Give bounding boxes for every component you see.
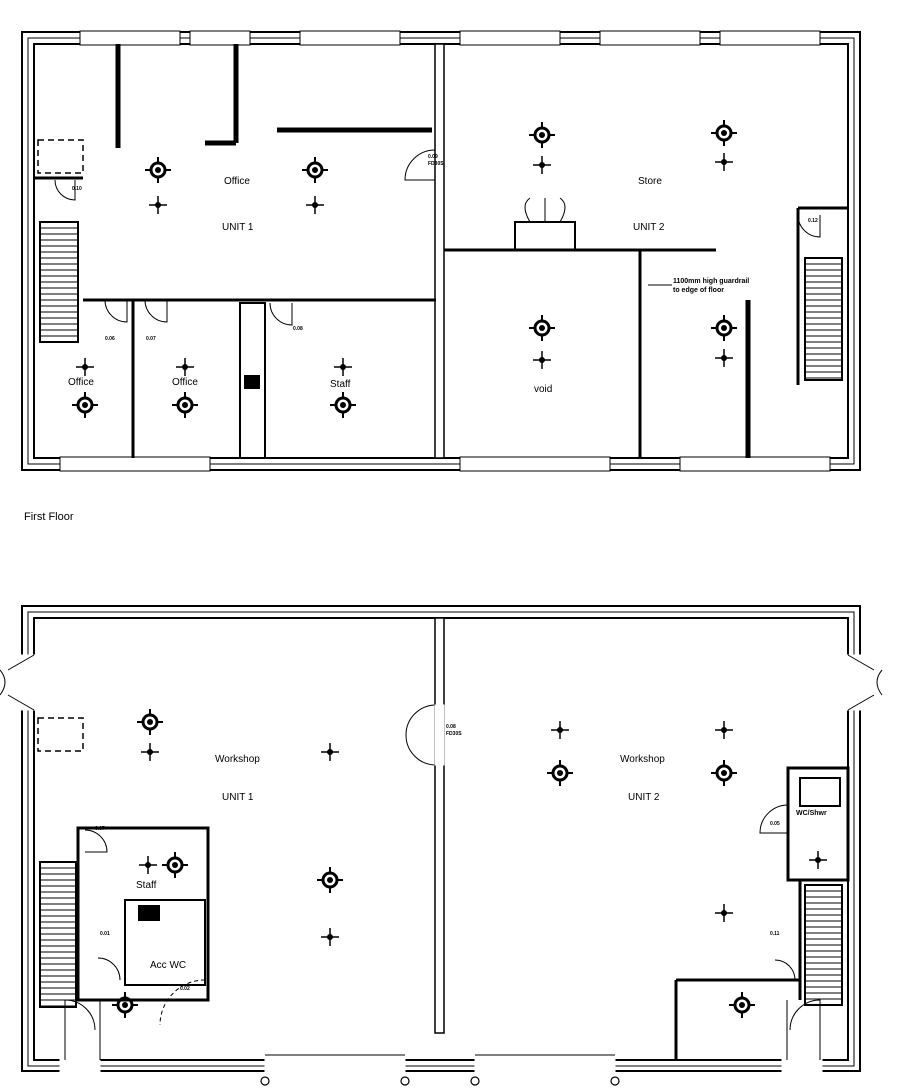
ceiling-light-icon bbox=[529, 122, 555, 148]
bollards bbox=[260, 1076, 620, 1086]
openings bbox=[17, 654, 865, 1076]
spot-light-icon bbox=[715, 153, 733, 171]
light-fittings bbox=[72, 120, 827, 1018]
unit-label: UNIT 2 bbox=[633, 222, 665, 233]
room-label-staff: Staff bbox=[136, 880, 157, 891]
door-tag: 0.07 bbox=[95, 826, 105, 832]
riser-dashed-box bbox=[37, 139, 84, 174]
room-label-store: Store bbox=[638, 176, 662, 187]
spot-light-icon bbox=[321, 743, 339, 761]
ceiling-light-icon bbox=[72, 392, 98, 418]
bollard-icon bbox=[400, 1076, 410, 1086]
wall-cavity bbox=[27, 611, 855, 1067]
ceiling-light-icon bbox=[172, 392, 198, 418]
door-tag: 0.06 bbox=[105, 336, 115, 342]
ceiling-light-icon bbox=[145, 157, 171, 183]
door-tag: 0.08 bbox=[293, 326, 303, 332]
spot-light-icon bbox=[715, 904, 733, 922]
door-tag: 0.11 bbox=[770, 931, 780, 937]
wall-cavity bbox=[27, 37, 855, 465]
first-floor-plan: Office UNIT 1 Office Office Staff Store … bbox=[21, 30, 861, 472]
ceiling-light-icon bbox=[711, 120, 737, 146]
ceiling-light-icon bbox=[137, 709, 163, 735]
door-tag: 0.07 bbox=[146, 336, 156, 342]
ceiling-light-icon bbox=[302, 157, 328, 183]
spot-light-icon bbox=[533, 156, 551, 174]
bollard-icon bbox=[260, 1076, 270, 1086]
spot-light-icon bbox=[76, 358, 94, 376]
spot-light-icon bbox=[306, 196, 324, 214]
door-spec: FD30S bbox=[428, 161, 444, 167]
ground-floor-plan: Workshop UNIT 1 Staff Acc WC Workshop UN… bbox=[0, 605, 883, 1086]
door-tag: 0.08 bbox=[446, 724, 456, 730]
door-tag: 0.12 bbox=[808, 218, 818, 224]
outer-wall-outline bbox=[21, 605, 861, 1072]
ceiling-light-icon bbox=[729, 992, 755, 1018]
stair-right-ground-floor bbox=[804, 884, 843, 1006]
room-label-workshop: Workshop bbox=[215, 754, 260, 765]
doors bbox=[54, 149, 821, 326]
door-tag: 0.01 bbox=[100, 931, 110, 937]
spot-light-icon bbox=[176, 358, 194, 376]
guardrail-note: to edge of floor bbox=[673, 287, 724, 294]
room-label-office: Office bbox=[224, 176, 250, 187]
room-label-office: Office bbox=[68, 377, 94, 388]
ceiling-light-icon bbox=[162, 852, 188, 878]
stair-left-first-floor bbox=[39, 221, 79, 343]
unit-label: UNIT 1 bbox=[222, 222, 254, 233]
door-tag: 0.09 bbox=[428, 154, 438, 160]
spot-light-icon bbox=[321, 928, 339, 946]
door-tag: 0.05 bbox=[770, 821, 780, 827]
doors bbox=[0, 654, 883, 1060]
room-label-office: Office bbox=[172, 377, 198, 388]
ceiling-light-icon bbox=[529, 315, 555, 341]
guardrail-note: 1100mm high guardrail bbox=[673, 278, 749, 285]
first-floor-caption: First Floor bbox=[24, 511, 74, 523]
stair-left-ground-floor bbox=[39, 861, 77, 1008]
bollard-icon bbox=[610, 1076, 620, 1086]
windows bbox=[59, 30, 831, 472]
stair-right-first-floor bbox=[804, 257, 843, 381]
walls bbox=[34, 43, 848, 459]
unit-label: UNIT 1 bbox=[222, 792, 254, 803]
spot-light-icon bbox=[533, 351, 551, 369]
unit-label: UNIT 2 bbox=[628, 792, 660, 803]
ceiling-light-icon bbox=[547, 760, 573, 786]
room-label-void: void bbox=[534, 384, 552, 395]
room-label-acc-wc: Acc WC bbox=[150, 960, 186, 971]
riser-dashed-box bbox=[37, 717, 84, 752]
walls bbox=[76, 617, 850, 1060]
ceiling-light-icon bbox=[317, 867, 343, 893]
spot-light-icon bbox=[715, 349, 733, 367]
spot-light-icon bbox=[149, 196, 167, 214]
ceiling-light-icon bbox=[711, 315, 737, 341]
bollard-icon bbox=[470, 1076, 480, 1086]
ceiling-light-icon bbox=[330, 392, 356, 418]
spot-light-icon bbox=[809, 851, 827, 869]
door-spec: FD30S bbox=[446, 731, 462, 737]
spot-light-icon bbox=[715, 721, 733, 739]
spot-light-icon bbox=[139, 856, 157, 874]
ceiling-light-icon bbox=[711, 760, 737, 786]
spot-light-icon bbox=[141, 743, 159, 761]
room-label-wc-shower: WC/Shwr bbox=[796, 810, 827, 817]
spot-light-icon bbox=[551, 721, 569, 739]
ceiling-light-icon bbox=[112, 992, 138, 1018]
door-tag: 0.02 bbox=[180, 986, 190, 992]
room-label-workshop: Workshop bbox=[620, 754, 665, 765]
outer-wall-outline bbox=[21, 31, 861, 471]
door-tag: 0.10 bbox=[72, 186, 82, 192]
room-label-staff: Staff bbox=[330, 379, 351, 390]
spot-light-icon bbox=[334, 358, 352, 376]
